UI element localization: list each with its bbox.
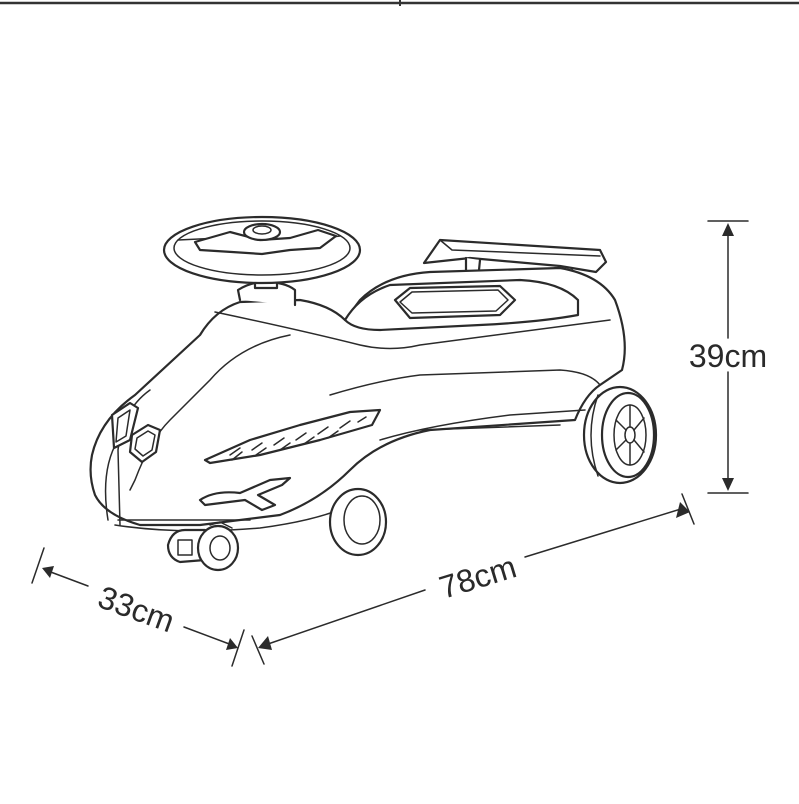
front-caster-wheels (166, 521, 240, 572)
length-label: 78cm (435, 548, 520, 605)
height-label: 39cm (689, 338, 767, 374)
top-frame (0, 0, 799, 6)
car-body (89, 266, 626, 532)
length-dimension: 78cm (251, 493, 695, 665)
headlight-strip (203, 408, 382, 465)
swing-car-illustration (89, 215, 658, 572)
middle-wheel-icon (328, 487, 388, 557)
steering-wheel-icon (162, 215, 362, 307)
rear-wheel-icon (582, 385, 658, 485)
logo-badge-icon (128, 423, 162, 464)
height-dimension: 39cm (689, 220, 767, 494)
width-label: 33cm (93, 579, 179, 640)
